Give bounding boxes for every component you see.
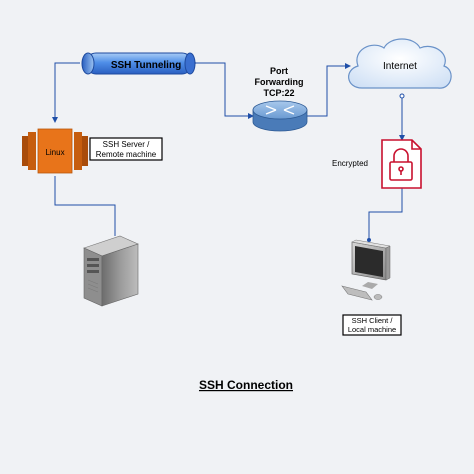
tunnel-label: SSH Tunneling [111,60,181,71]
client-box-line-2: Local machine [348,325,396,334]
cloud-port-dot [399,93,405,99]
router-node[interactable]: Port Forwarding TCP:22 [252,66,308,132]
router-top [252,100,308,120]
diagram-title: SSH Connection [199,378,293,392]
aws-chip-right-1 [74,132,82,170]
server-box-line-2: Remote machine [96,150,157,159]
client-port-dot [367,238,371,242]
aws-chip-left-2 [22,136,28,166]
client-label-box: SSH Client / Local machine [342,314,402,336]
server-box-line-1: SSH Server / [103,140,150,149]
tunnel-right-end [184,52,196,75]
aws-chip-body [37,128,73,174]
router-label-line-1: Port [270,66,288,76]
router-arrows-icon [265,105,295,115]
lock-document-icon[interactable] [381,139,422,189]
encrypted-label: Encrypted [332,159,368,168]
router-label-line-3: TCP:22 [263,88,294,98]
keyboard-icon [341,285,373,301]
connector-tunnel-to-router [191,60,254,119]
mouse-icon [373,294,383,300]
server-tower-icon[interactable] [83,235,139,307]
server-label-box: SSH Server / Remote machine [89,137,163,161]
linux-server-node[interactable]: Linux [22,128,88,174]
connector-router-to-cloud [302,63,351,119]
connectors [52,60,405,240]
server-chip-label: Linux [45,148,64,157]
cloud-label: Internet [383,61,417,72]
client-box-line-1: SSH Client / [352,316,394,325]
connector-tunnel-to-server [52,62,80,123]
router-label-line-2: Forwarding [255,77,304,87]
tunnel-left-end [81,52,95,75]
ssh-tunnel-node[interactable]: SSH Tunneling [81,52,196,75]
cloud-icon [348,38,452,89]
connector-lock-to-client [368,188,403,240]
connector-server-to-machine [54,176,116,236]
aws-chip-left-1 [28,132,36,170]
internet-cloud-node[interactable]: Internet [348,38,452,89]
client-computer-icon[interactable] [341,239,391,301]
aws-chip-right-2 [82,136,88,166]
